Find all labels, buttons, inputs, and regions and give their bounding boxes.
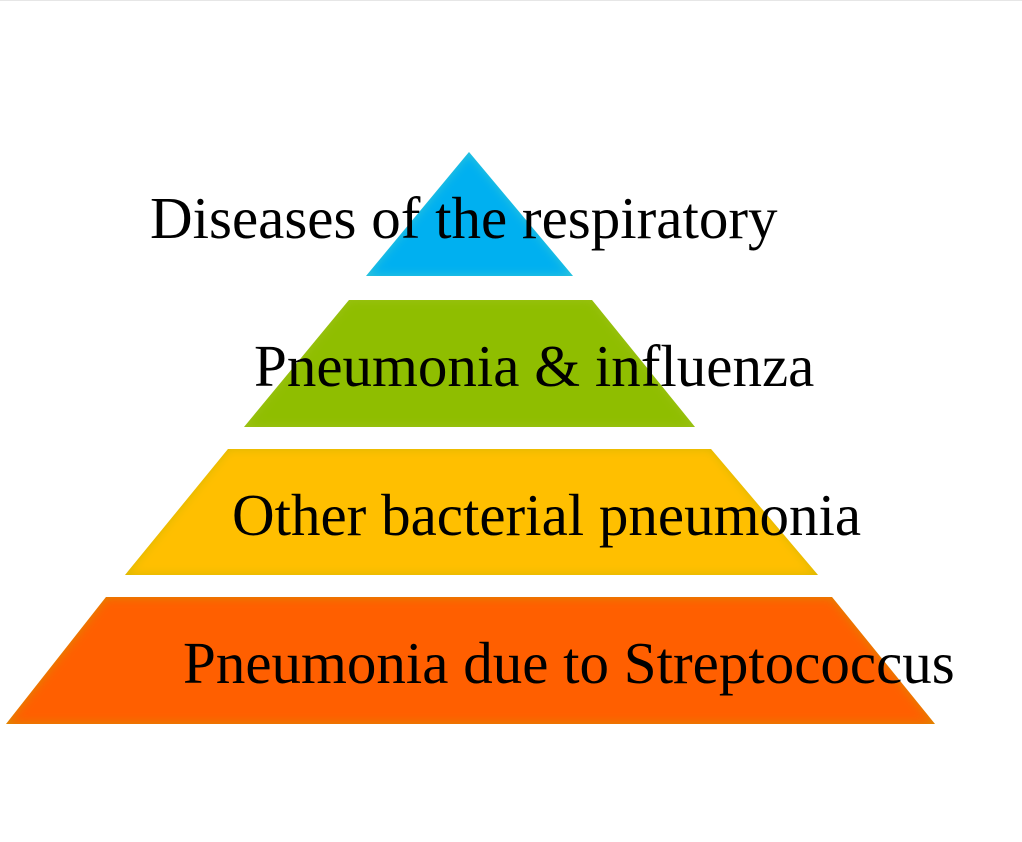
pyramid-level-3-label: Other bacterial pneumonia xyxy=(232,482,861,548)
pyramid-level-3-fill xyxy=(125,449,818,575)
pyramid-level-1-fill xyxy=(366,152,573,276)
pyramid-level-4-fill xyxy=(6,597,935,724)
pyramid-level-2-label: Pneumonia & influenza xyxy=(254,333,814,399)
top-border xyxy=(0,0,1022,1)
pyramid-level-1-label: Diseases of the respiratory xyxy=(150,185,778,251)
pyramid-level-2-fill xyxy=(244,300,695,427)
pyramid-level-4-label: Pneumonia due to Streptococcus xyxy=(183,630,955,696)
